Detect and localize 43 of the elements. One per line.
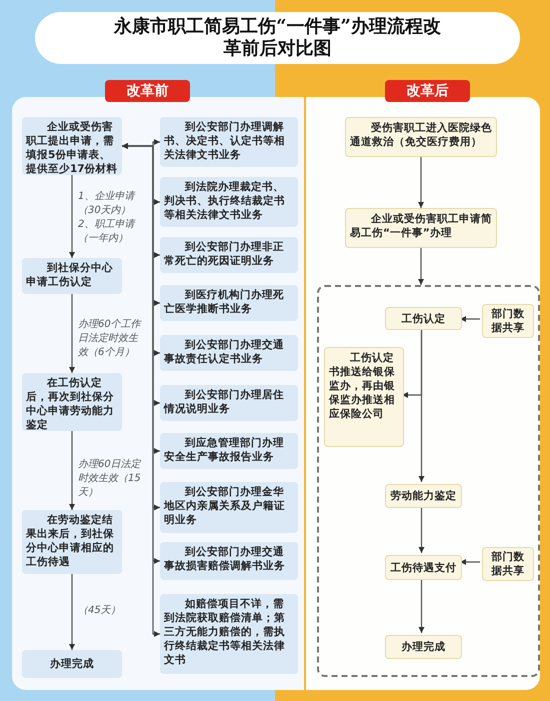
arrow — [69, 431, 75, 510]
process-box: 部门数据共享 — [482, 547, 534, 581]
process-box: 到医疗机构门办理死亡医学推断书业务 — [160, 285, 298, 321]
edge-label: （45天） — [78, 604, 122, 618]
arrow — [418, 578, 424, 633]
process-box: 到公安部门办理调解书、决定书、认定书等相关法律文书业务 — [160, 117, 298, 167]
process-box: 劳动能力鉴定 — [385, 484, 462, 508]
section-badge: 改革前 — [105, 80, 190, 102]
process-box: 到公安部门办理非正常死亡的死因证明业务 — [160, 237, 298, 273]
edge-label: 办理60个工作日法定时效生效（6个月） — [78, 318, 142, 360]
process-box: 工伤认定书推送给银保监办，再由银保监办推送相应保险公司 — [324, 347, 404, 447]
process-box: 办理完成 — [385, 635, 462, 659]
process-box: 办理完成 — [22, 650, 122, 678]
process-box: 企业或受伤害职工申请简易工伤“一件事”办理 — [345, 208, 497, 248]
process-box: 工伤待遇支付 — [385, 555, 462, 580]
arrow — [69, 294, 75, 373]
process-box: 在工伤认定后，再次到社保分中心申请劳动能力鉴定 — [22, 373, 122, 431]
process-box: 到公安部门办理交通事故责任认定书业务 — [160, 335, 298, 371]
process-box: 工伤认定 — [385, 307, 462, 330]
arrow — [402, 328, 422, 398]
arrow — [460, 559, 480, 565]
arrow — [69, 175, 75, 258]
process-box: 如赔偿项目不详，需到法院获取赔偿清单；第三方无能力赔偿的，需执行终结裁定书等相关法律文书 — [160, 594, 298, 674]
arrow — [418, 157, 424, 208]
arrow — [418, 506, 424, 553]
process-box: 在劳动鉴定结果出来后，到社保分中心申请相应的工伤待遇 — [22, 510, 122, 574]
process-box: 受伤害职工进入医院绿色通道救治（免交医疗费用） — [345, 117, 497, 157]
process-box: 到公安部门办理交通事故损害赔偿调解书业务 — [160, 542, 298, 580]
title-banner: 永康市职工简易工伤“一件事”办理流程改革前后对比图 — [35, 12, 520, 64]
process-box: 到法院办理裁定书、判决书、执行终结裁定书等相关法律文书业务 — [160, 177, 298, 227]
arrow — [69, 574, 75, 650]
process-box: 到公安部门办理金华地区内亲属关系及户籍证明业务 — [160, 482, 298, 533]
dashed-box — [317, 285, 540, 677]
process-box: 到应急管理部门办理安全生产事故报告业务 — [160, 433, 298, 469]
arrow — [418, 248, 424, 285]
edge-label: 1、企业申请（30天内）2、职工申请（一年内） — [78, 190, 136, 246]
section-badge: 改革后 — [385, 80, 470, 102]
arrow — [460, 316, 480, 322]
process-box: 部门数据共享 — [482, 304, 534, 338]
process-box: 企业或受伤害职工提出申请，需填报5份申请表、提供至少17份材料 — [22, 117, 122, 175]
process-box: 到公安部门办理居住情况说明业务 — [160, 385, 298, 421]
edge-label: 办理60日法定时效生效（15天） — [78, 458, 142, 500]
process-box: 到社保分中心申请工伤认定 — [22, 258, 122, 294]
